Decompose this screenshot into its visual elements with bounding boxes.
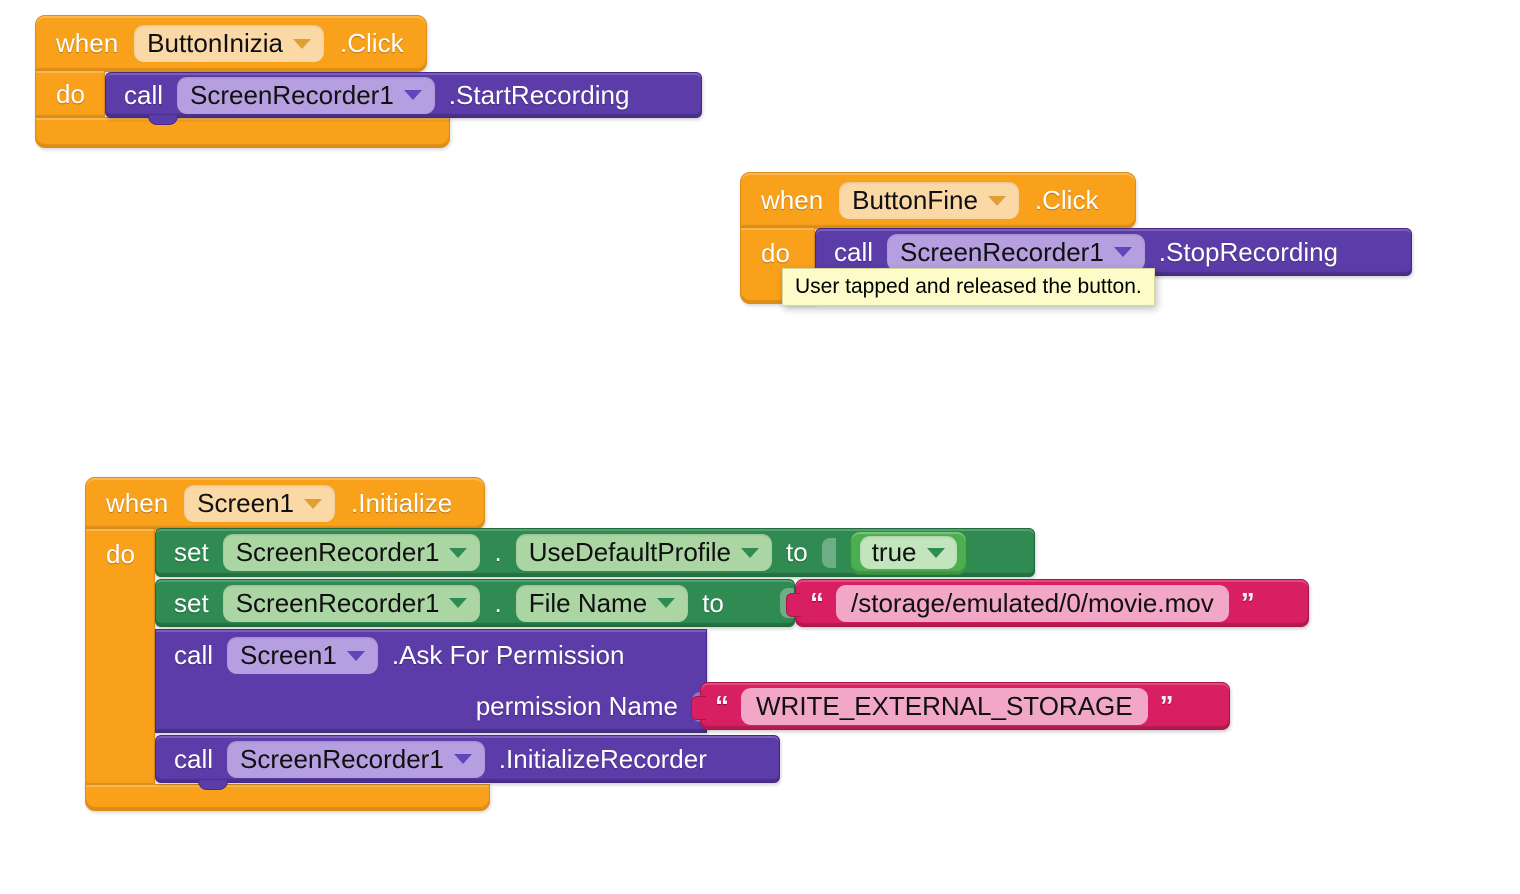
- chevron-down-icon: [657, 598, 676, 608]
- event-name: .Click: [1034, 185, 1099, 215]
- to-label: to: [702, 587, 724, 618]
- close-quote: ”: [1240, 587, 1255, 618]
- call-label: call: [174, 640, 214, 670]
- component-name: ScreenRecorder1: [235, 587, 440, 618]
- call-askforpermission-block[interactable]: call Screen1 .Ask For Permission permiss…: [155, 629, 707, 733]
- property-name: UseDefaultProfile: [528, 537, 732, 567]
- component-name: ScreenRecorder1: [190, 79, 394, 110]
- chevron-down-icon: [346, 650, 365, 661]
- component-name: Screen1: [197, 488, 294, 518]
- text-value-field[interactable]: /storage/emulated/0/movie.mov: [836, 584, 1229, 622]
- set-label: set: [174, 537, 209, 567]
- component-dropdown[interactable]: ButtonFine: [839, 182, 1019, 219]
- event-block-bottom-bar[interactable]: [85, 784, 490, 811]
- open-quote: “: [810, 587, 824, 618]
- to-label: to: [786, 537, 808, 567]
- call-label: call: [174, 743, 214, 774]
- component-name: ScreenRecorder1: [235, 537, 440, 567]
- block-when-buttoninizia-click[interactable]: when ButtonInizia .Click do call ScreenR…: [35, 15, 715, 155]
- tooltip-text: User tapped and released the button.: [795, 275, 1142, 298]
- call-initializerecorder-block[interactable]: call ScreenRecorder1 .InitializeRecorder: [155, 735, 780, 790]
- close-quote: ”: [1159, 690, 1174, 721]
- component-dropdown[interactable]: ScreenRecorder1: [222, 534, 481, 571]
- open-quote: “: [715, 690, 729, 721]
- component-name: ButtonFine: [852, 185, 978, 215]
- component-name: ScreenRecorder1: [900, 236, 1104, 267]
- component-dropdown[interactable]: ScreenRecorder1: [177, 76, 435, 114]
- block-when-screen1-initialize[interactable]: when Screen1 .Initialize do set ScreenRe…: [85, 477, 1335, 817]
- component-dropdown[interactable]: ScreenRecorder1: [887, 233, 1145, 271]
- when-label: when: [56, 28, 119, 58]
- component-dropdown[interactable]: Screen1: [184, 485, 335, 522]
- text-block-filepath[interactable]: “ /storage/emulated/0/movie.mov ”: [786, 579, 1309, 627]
- method-name: .StopRecording: [1158, 236, 1339, 267]
- chevron-down-icon: [926, 547, 945, 558]
- dot-label: .: [494, 587, 502, 618]
- property-name: File Name: [528, 587, 648, 618]
- chevron-down-icon: [453, 754, 472, 764]
- puzzle-tab: [198, 780, 228, 790]
- component-name: Screen1: [240, 640, 337, 670]
- event-block-bottom-bar[interactable]: [35, 117, 450, 148]
- component-name: ScreenRecorder1: [240, 743, 444, 774]
- when-label: when: [106, 488, 169, 518]
- event-block-header[interactable]: when ButtonInizia .Click: [35, 15, 427, 72]
- text-block-permission[interactable]: “ WRITE_EXTERNAL_STORAGE ”: [691, 682, 1230, 730]
- set-usedefaultprofile-block[interactable]: set ScreenRecorder1 . UseDefaultProfile …: [155, 528, 1035, 577]
- component-dropdown[interactable]: ButtonInizia: [134, 25, 325, 62]
- chevron-down-icon: [293, 38, 312, 49]
- call-line: call Screen1 .Ask For Permission: [156, 630, 706, 681]
- method-name: .StartRecording: [448, 79, 630, 110]
- set-filename-block[interactable]: set ScreenRecorder1 . File Name to: [155, 579, 795, 627]
- chevron-down-icon: [304, 498, 322, 509]
- chevron-down-icon: [1113, 247, 1132, 257]
- component-name: ButtonInizia: [147, 28, 284, 58]
- event-block-left-bar[interactable]: do: [85, 529, 155, 787]
- when-label: when: [761, 185, 824, 215]
- event-block-left-bar[interactable]: do: [740, 228, 815, 304]
- property-dropdown[interactable]: File Name: [515, 584, 689, 622]
- component-dropdown[interactable]: ScreenRecorder1: [222, 584, 481, 622]
- text-value-field[interactable]: WRITE_EXTERNAL_STORAGE: [741, 687, 1148, 725]
- event-block-left-bar[interactable]: do: [35, 71, 105, 119]
- block-when-buttonfine-click[interactable]: when ButtonFine .Click do call ScreenRec…: [740, 172, 1430, 317]
- call-label: call: [834, 236, 874, 267]
- do-label: do: [56, 79, 85, 109]
- puzzle-tab: [148, 115, 178, 125]
- chevron-down-icon: [403, 90, 422, 100]
- chevron-down-icon: [449, 547, 468, 558]
- chevron-down-icon: [987, 195, 1006, 206]
- logic-value: true: [871, 537, 917, 567]
- do-label: do: [761, 238, 790, 268]
- do-label: do: [106, 539, 135, 569]
- event-block-header[interactable]: when ButtonFine .Click: [740, 172, 1136, 229]
- component-dropdown[interactable]: Screen1: [227, 637, 378, 674]
- component-dropdown[interactable]: ScreenRecorder1: [227, 740, 485, 778]
- value-socket: [821, 537, 836, 568]
- event-block-header[interactable]: when Screen1 .Initialize: [85, 477, 485, 530]
- method-name: .Ask For Permission: [391, 640, 625, 670]
- block-tooltip: User tapped and released the button.: [782, 268, 1155, 306]
- method-name: .InitializeRecorder: [498, 743, 707, 774]
- param-line: permission Name: [156, 681, 706, 732]
- dot-label: .: [494, 537, 502, 567]
- set-label: set: [174, 587, 209, 618]
- property-dropdown[interactable]: UseDefaultProfile: [515, 534, 773, 571]
- event-name: .Click: [340, 28, 404, 58]
- call-label: call: [124, 79, 164, 110]
- chevron-down-icon: [449, 598, 468, 608]
- event-name: .Initialize: [351, 488, 453, 518]
- chevron-down-icon: [741, 547, 760, 558]
- param-label: permission Name: [475, 691, 678, 721]
- logic-true-block[interactable]: true: [849, 530, 967, 575]
- logic-value-dropdown[interactable]: true: [859, 536, 957, 569]
- call-startrecording-block[interactable]: call ScreenRecorder1 .StartRecording: [105, 72, 702, 125]
